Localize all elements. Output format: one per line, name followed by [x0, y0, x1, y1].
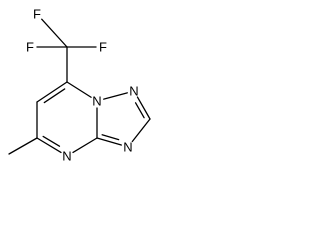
- atom-label-n1: N: [129, 84, 138, 99]
- atom-labels-layer: F F F N N N N: [26, 7, 139, 164]
- atom-label-f1: F: [33, 7, 41, 22]
- bond-c5-n4-inner: [42, 135, 61, 147]
- bond-c5-c_methyl: [8, 137, 38, 155]
- atom-label-n3: N: [123, 140, 132, 155]
- bond-n3-c2: [131, 118, 151, 143]
- atom-label-n4: N: [62, 149, 71, 164]
- molecule-structure: F F F N N N N: [8, 7, 151, 164]
- bond-c5-n4: [36, 137, 62, 154]
- atom-label-f2: F: [26, 40, 34, 55]
- bonds-layer: [8, 18, 151, 155]
- bond-n1-n8: [103, 92, 128, 100]
- bond-f1-c_cf3: [41, 18, 68, 48]
- bond-c7-c6: [36, 81, 68, 103]
- atom-label-f3: F: [99, 40, 107, 55]
- bond-c7-c6-inner: [43, 88, 66, 104]
- bond-c2-n1: [136, 96, 151, 120]
- bond-c2-n1-inner: [134, 102, 145, 119]
- bond-n8-c7: [66, 81, 92, 98]
- bond-c3a-n3-inner: [101, 134, 120, 141]
- bond-n4-c3a: [72, 137, 98, 154]
- bond-c3a-n3: [96, 137, 122, 146]
- atom-label-n8: N: [92, 94, 101, 109]
